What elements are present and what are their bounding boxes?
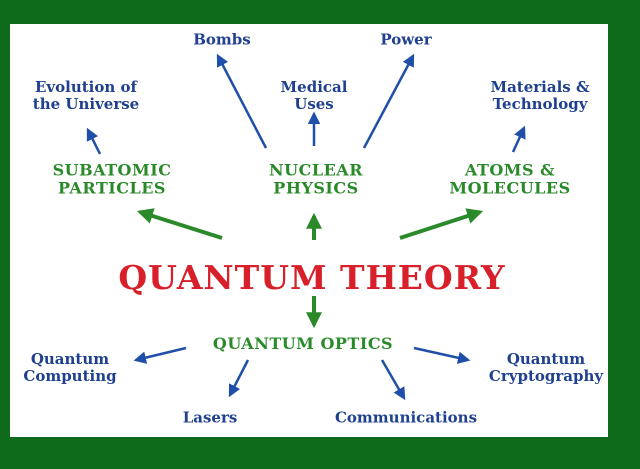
branch-nuclear-line-1: NUCLEAR — [269, 160, 363, 180]
leaf-medical-uses: Medical Uses — [280, 77, 348, 114]
arrow-atoms-to-materials — [511, 125, 526, 153]
leaf-materials-technology: Materials & Technology — [490, 77, 590, 114]
arrow-nuclear-to-power — [362, 53, 415, 149]
arrow-optics-to-computing — [133, 346, 187, 364]
leaf-lasers: Lasers — [182, 408, 238, 427]
leaf-quantum-computing: Quantum Computing — [23, 349, 117, 386]
leaf-evolution-of-universe: Evolution of the Universe — [32, 77, 140, 114]
arrow-nuclear-to-bombs — [216, 53, 268, 149]
branch-atoms-line-1: ATOMS & — [464, 160, 556, 180]
leaf-cryptography-line-2: Cryptography — [488, 367, 604, 385]
leaf-medical-line-1: Medical — [280, 77, 348, 96]
leaf-materials-line-1: Materials & — [490, 77, 590, 96]
branch-subatomic-line-1: SUBATOMIC — [52, 160, 172, 180]
branch-subatomic-particles: SUBATOMIC PARTICLES — [52, 160, 172, 199]
leaf-quantum-cryptography: Quantum Cryptography — [488, 349, 604, 386]
leaf-bombs: Bombs — [193, 30, 251, 49]
arrow-center-to-subatomic — [136, 208, 223, 240]
leaf-medical-line-2: Uses — [294, 95, 334, 113]
leaf-evolution-line-1: Evolution of — [35, 77, 137, 96]
arrow-center-to-atoms — [399, 208, 484, 240]
arrow-optics-to-cryptography — [413, 346, 471, 364]
leaf-computing-line-1: Quantum — [30, 349, 110, 368]
branch-quantum-optics: QUANTUM OPTICS — [212, 333, 394, 353]
arrow-optics-to-lasers — [228, 359, 250, 398]
branch-nuclear-line-2: PHYSICS — [273, 179, 359, 198]
leaf-communications: Communications — [334, 408, 478, 427]
leaf-computing-line-2: Computing — [23, 367, 117, 385]
leaf-materials-line-2: Technology — [492, 95, 588, 113]
diagram-panel — [10, 24, 608, 437]
branch-subatomic-line-2: PARTICLES — [58, 179, 166, 198]
center-node-label: QUANTUM THEORY — [118, 258, 506, 298]
leaf-cryptography-line-1: Quantum — [506, 349, 586, 368]
branch-atoms-molecules: ATOMS & MOLECULES — [449, 160, 571, 199]
branch-nuclear-physics: NUCLEAR PHYSICS — [269, 160, 363, 199]
leaf-power: Power — [380, 30, 432, 49]
arrow-subatomic-to-evolution — [86, 127, 102, 155]
branch-atoms-line-2: MOLECULES — [449, 179, 571, 198]
arrow-optics-to-communications — [380, 359, 406, 401]
leaf-evolution-line-2: the Universe — [32, 95, 140, 113]
